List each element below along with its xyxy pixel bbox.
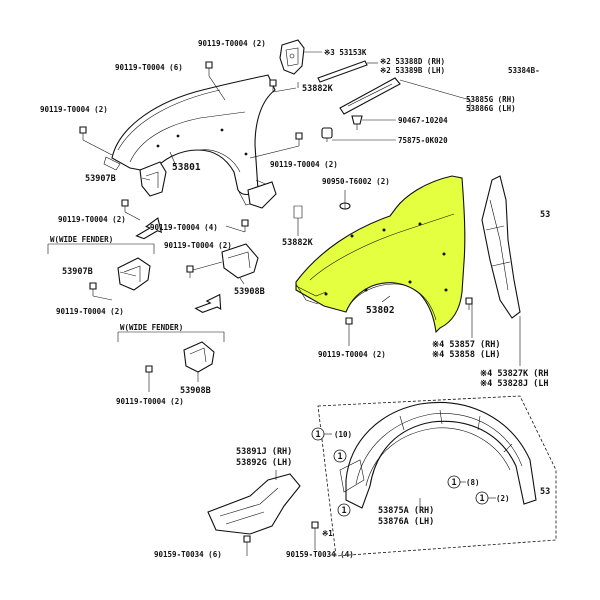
bolt-icon[interactable] bbox=[79, 61, 473, 550]
bracket-53908b-wide[interactable] bbox=[183, 341, 215, 373]
label-53857: ※4 53857 (RH) bbox=[432, 340, 501, 350]
svg-text:1: 1 bbox=[479, 494, 484, 504]
label-wide-fender-1: W(WIDE FENDER) bbox=[50, 235, 113, 244]
svg-text:1: 1 bbox=[315, 430, 320, 440]
front-fender-53801[interactable] bbox=[103, 74, 276, 206]
label-53882k-mid: 53882K bbox=[282, 238, 314, 248]
bracket-53908b[interactable] bbox=[221, 243, 259, 279]
label-53384b: 53384B- bbox=[508, 66, 540, 75]
circle-marker-text: 1 1 1 1 1 bbox=[315, 430, 484, 516]
label-wide-fender-2: W(WIDE FENDER) bbox=[120, 323, 183, 332]
label-53907b-wide: 53907B bbox=[62, 267, 93, 277]
svg-text:1: 1 bbox=[341, 506, 346, 516]
label-53801: 53801 bbox=[172, 162, 201, 173]
svg-text:1: 1 bbox=[337, 452, 342, 462]
svg-text:1: 1 bbox=[451, 478, 456, 488]
label-90119-t0004-4: 90119-T0004 (4) bbox=[150, 223, 218, 232]
label-90119-t0004-2-e: 90119-T0004 (2) bbox=[318, 350, 386, 359]
label-90119-t0004-2-top: 90119-T0004 (2) bbox=[198, 39, 266, 48]
label-90119-t0004-6: 90119-T0004 (6) bbox=[115, 63, 183, 72]
label-53153k: ※3 53153K bbox=[324, 48, 367, 57]
label-90119-t0004-2-left: 90119-T0004 (2) bbox=[40, 105, 108, 114]
label-53802: 53802 bbox=[366, 305, 395, 316]
label-53828j: ※4 53828J (LH bbox=[480, 379, 549, 389]
label-53908b: 53908B bbox=[234, 287, 265, 297]
bracket-53153k[interactable] bbox=[279, 39, 305, 75]
bracket-53907b-wide[interactable] bbox=[117, 257, 151, 291]
label-note-1: ※1 bbox=[322, 529, 333, 538]
label-53-edge2: 53 bbox=[540, 487, 550, 497]
mudguard-53891j[interactable] bbox=[207, 473, 301, 535]
label-90950: 90950-T6002 (2) bbox=[322, 177, 390, 186]
label-53388d: ※2 53388D (RH) bbox=[380, 57, 445, 66]
label-90119-t0004-2-mid: 90119-T0004 (2) bbox=[270, 160, 338, 169]
arrow-icon bbox=[135, 217, 222, 313]
bracket-53882k[interactable] bbox=[247, 181, 303, 219]
label-53907b: 53907B bbox=[85, 174, 116, 184]
part-labels: 90119-T0004 (2) 90119-T0004 (6) ※3 53153… bbox=[40, 39, 550, 559]
label-90467: 90467-10204 bbox=[398, 116, 448, 125]
wide-fender-box bbox=[47, 243, 225, 342]
leader-lines bbox=[82, 51, 521, 556]
label-53875a: 53875A (RH) bbox=[378, 506, 434, 516]
label-53908b-wide: 53908B bbox=[180, 386, 211, 396]
label-90119-t0004-2-b: 90119-T0004 (2) bbox=[58, 215, 126, 224]
seal-53885g[interactable] bbox=[339, 77, 401, 115]
label-53-edge: 53 bbox=[540, 210, 550, 220]
clip-90467[interactable] bbox=[351, 115, 363, 130]
fender-liner-53875a[interactable] bbox=[317, 395, 557, 557]
label-circle-2: (2) bbox=[496, 494, 510, 503]
label-53389b: ※2 53389B (LH) bbox=[380, 66, 445, 75]
label-53882k-top: 53882K bbox=[302, 84, 334, 94]
label-53858: ※4 53858 (LH) bbox=[432, 350, 501, 360]
label-90159-4: 90159-T0034 (4) bbox=[286, 550, 354, 559]
label-53885g: 53885G (RH) bbox=[466, 95, 516, 104]
label-circle-8: (8) bbox=[466, 478, 480, 487]
seal-53388d[interactable] bbox=[317, 60, 368, 83]
label-90119-t0004-2-c: 90119-T0004 (2) bbox=[164, 241, 232, 250]
label-53886g: 53886G (LH) bbox=[466, 104, 516, 113]
label-90119-t0004-2-d: 90119-T0004 (2) bbox=[56, 307, 124, 316]
label-90159-6: 90159-T0034 (6) bbox=[154, 550, 222, 559]
bracket-53907b[interactable] bbox=[139, 161, 167, 197]
seal-53827k[interactable] bbox=[481, 175, 521, 319]
label-53891j: 53891J (RH) bbox=[236, 447, 292, 457]
label-75875: 75875-0K020 bbox=[398, 136, 448, 145]
fender-53802-highlighted[interactable] bbox=[295, 175, 466, 334]
label-53827k: ※4 53827K (RH bbox=[480, 369, 549, 379]
label-53876a: 53876A (LH) bbox=[378, 517, 434, 527]
circle-marker-icon bbox=[311, 427, 489, 517]
label-53892g: 53892G (LH) bbox=[236, 458, 292, 468]
label-90119-t0004-2-f: 90119-T0004 (2) bbox=[116, 397, 184, 406]
label-circle-10: (10) bbox=[334, 430, 352, 439]
clip-75875[interactable] bbox=[321, 127, 333, 142]
